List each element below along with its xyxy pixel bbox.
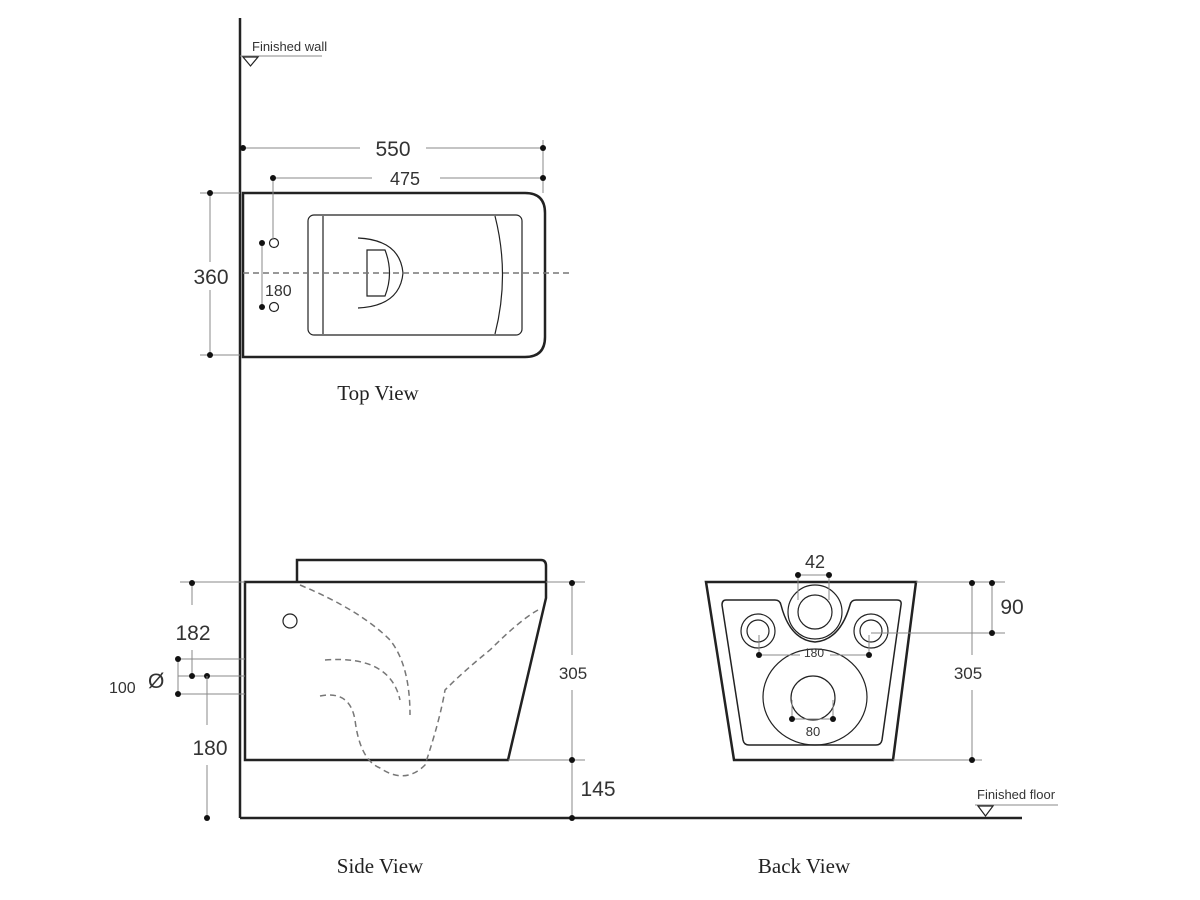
dim-overall-length: 550 (375, 138, 410, 161)
finished-floor-marker-icon (976, 805, 995, 817)
top-view: 550 475 360 180 (193, 138, 570, 359)
back-view-label: Back View (758, 854, 851, 878)
dim-outlet-diameter: 100 (109, 680, 136, 697)
dim-outlet-height: 180 (192, 737, 227, 760)
dim-width: 360 (193, 266, 228, 289)
dim-outlet-width: 80 (806, 724, 820, 739)
dim-floor-gap: 145 (580, 778, 615, 801)
side-view: 182 100 Ø 180 305 145 (109, 558, 616, 821)
diameter-symbol: Ø (148, 670, 164, 693)
side-view-label: Side View (337, 854, 424, 878)
dim-inlet-width: 42 (805, 552, 825, 572)
dim-height-side: 305 (559, 664, 587, 683)
finished-wall-label: Finished wall (252, 39, 327, 54)
finished-wall-marker-icon (241, 56, 260, 67)
dim-fixing-length: 475 (390, 169, 420, 189)
top-view-label: Top View (337, 381, 419, 405)
finished-floor-label: Finished floor (977, 787, 1056, 802)
dim-inlet-offset: 90 (1000, 596, 1023, 619)
dim-fixing-spacing-back: 180 (804, 646, 824, 660)
dim-height-back: 305 (954, 664, 982, 683)
dim-fixing-spacing-top: 180 (265, 283, 292, 300)
back-view: 42 90 305 180 80 (704, 552, 1024, 763)
dim-inlet-height: 182 (175, 622, 210, 645)
